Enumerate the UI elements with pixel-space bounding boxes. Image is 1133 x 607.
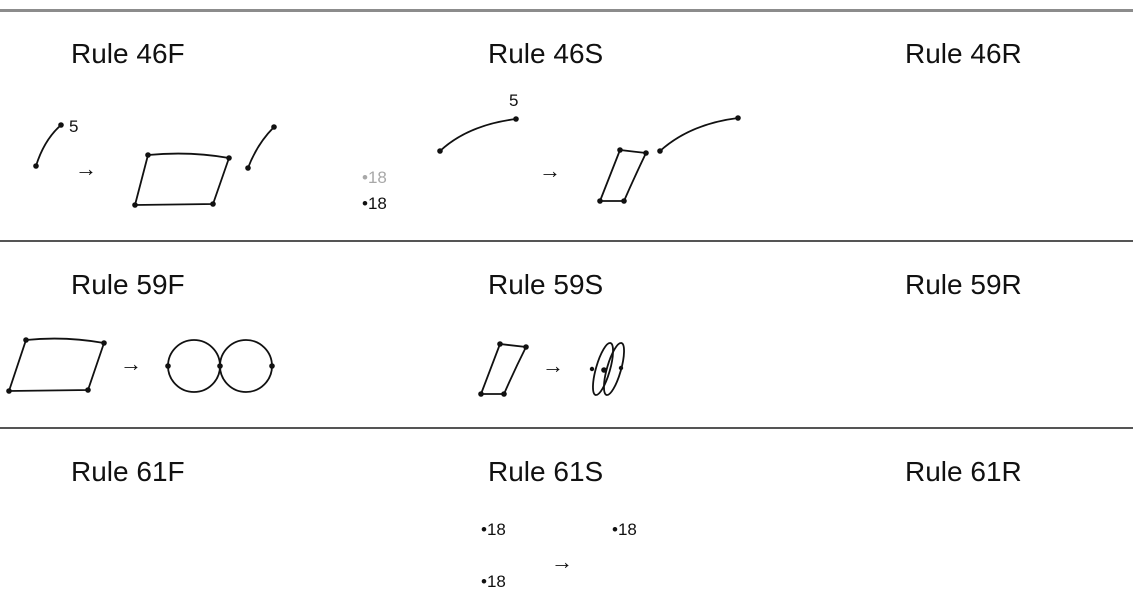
rule-59s-title: Rule 59S	[488, 269, 604, 300]
rule-59s-rhs-ellipses	[589, 342, 625, 396]
rule-46s-lhs-edge	[437, 116, 519, 154]
rule-46s-node-grey-label: •18	[362, 168, 387, 187]
rule-46f-arrow: →	[75, 156, 97, 181]
rule-46s-edge-label: 5	[509, 91, 519, 110]
rule-46f-rhs-edge	[245, 124, 277, 171]
rule-46s-title: Rule 46S	[488, 38, 604, 69]
rule-59s-arrow: →	[542, 353, 564, 378]
rule-59f-lhs-quad	[6, 337, 107, 394]
rule-61s-node-a-label: •18	[481, 520, 506, 539]
rule-61s-node-b-label: •18	[612, 520, 637, 539]
rule-46s-rhs-edge	[657, 115, 741, 154]
rule-46s-arrow: →	[539, 158, 561, 183]
rule-46f-rhs-quad	[132, 152, 232, 208]
row-separator-2	[0, 427, 1133, 429]
top-border	[0, 9, 1133, 12]
rule-46s-rhs-quad	[597, 147, 649, 204]
rule-59f-rhs-circles	[165, 339, 275, 393]
rule-46f-edge-label: 5	[69, 117, 79, 136]
rule-59s-lhs-quad	[478, 341, 529, 397]
rule-59f-title: Rule 59F	[71, 269, 185, 300]
rule-61s-arrow: →	[551, 549, 573, 574]
rule-59r-title: Rule 59R	[905, 269, 1022, 300]
rule-61s-node-c-label: •18	[481, 572, 506, 591]
rule-59f-arrow: →	[120, 351, 142, 376]
rule-46s-node-label: •18	[362, 194, 387, 213]
rule-46f-lhs-edge	[33, 122, 64, 169]
rule-46r-title: Rule 46R	[905, 38, 1022, 69]
row-separator-1	[0, 240, 1133, 242]
rule-61f-title: Rule 61F	[71, 456, 185, 487]
rule-61r-title: Rule 61R	[905, 456, 1022, 487]
rule-61s-title: Rule 61S	[488, 456, 604, 487]
rule-46f-title: Rule 46F	[71, 38, 185, 69]
